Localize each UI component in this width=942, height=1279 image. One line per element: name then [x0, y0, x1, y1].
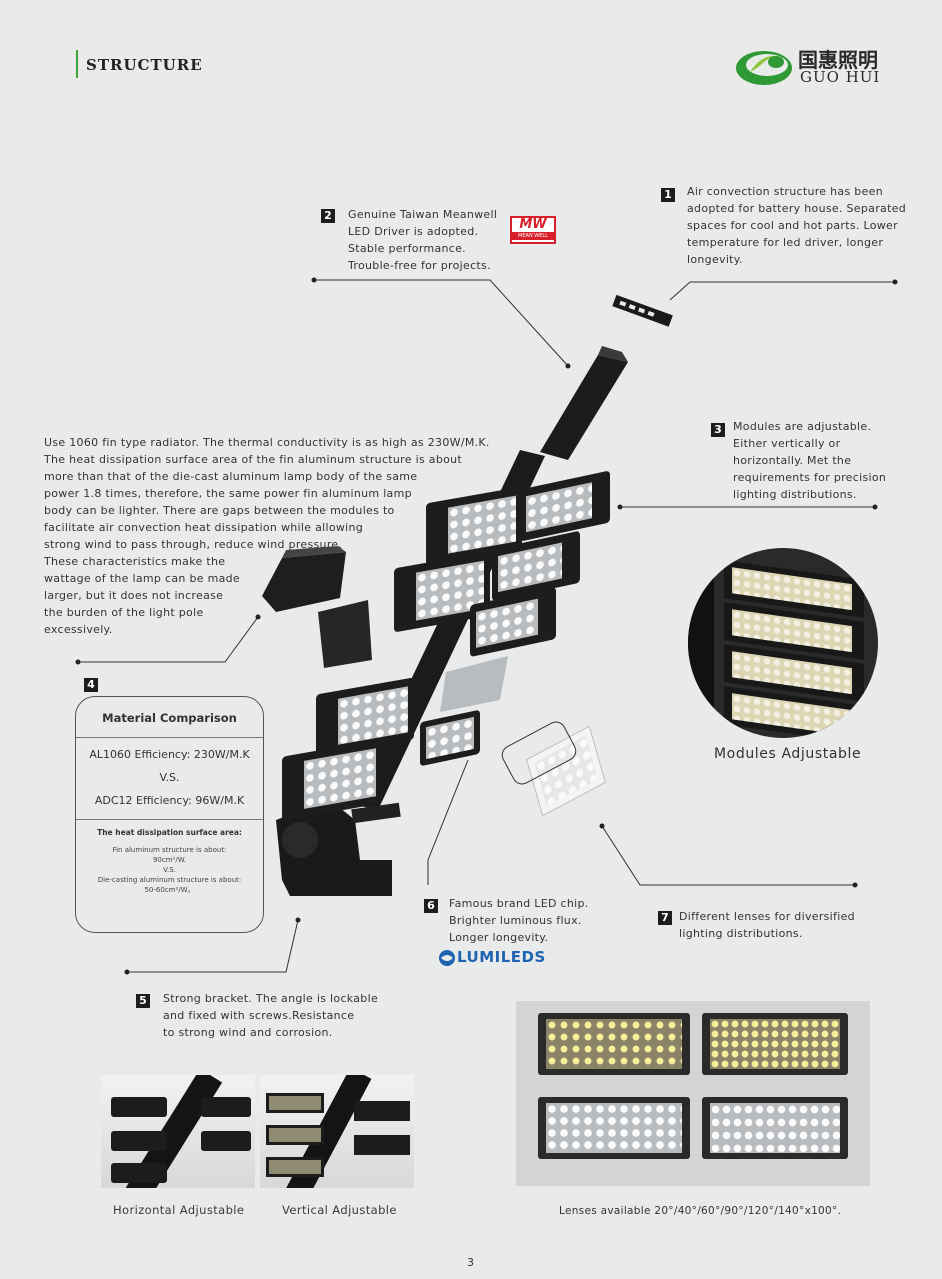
comparison-divider-top	[76, 737, 263, 738]
lens-sample-3	[538, 1097, 690, 1159]
callout-text-5: Strong bracket. The angle is lockable an…	[163, 992, 379, 1039]
callout-number-2: 2	[321, 209, 335, 223]
adc12-efficiency: ADC12 Efficiency: 96W/M.K	[94, 794, 245, 807]
surface-area-text: Fin aluminum structure is about: 90cm²/W…	[97, 846, 242, 894]
lens-sample-2	[702, 1013, 848, 1075]
modules-adjustable-caption: Modules Adjustable	[714, 746, 862, 762]
lumileds-wordmark: LUMILEDS	[457, 948, 546, 966]
page-number: 3	[467, 1256, 474, 1269]
callout-text-7: Different lenses for diversified lightin…	[679, 910, 855, 940]
modules-adjustable-detail	[688, 548, 878, 738]
meanwell-logo: MW MEAN WELL	[510, 216, 556, 244]
callout-number-4: 4	[84, 678, 98, 692]
vertical-adjustable-caption: Vertical Adjustable	[282, 1203, 397, 1217]
vertical-adjustable-photo	[260, 1075, 414, 1188]
page-title: STRUCTURE	[86, 56, 203, 74]
radiator-description: Use 1060 fin type radiator. The thermal …	[44, 436, 490, 636]
comparison-title: Material Comparison	[102, 711, 237, 725]
callout-text-3: Modules are adjustable. Either verticall…	[733, 420, 887, 501]
callout-text-2: Genuine Taiwan Meanwell LED Driver is ad…	[348, 208, 498, 272]
meanwell-logo-mark: MW	[519, 217, 547, 232]
horizontal-adjustable-caption: Horizontal Adjustable	[113, 1203, 245, 1217]
header-accent-bar	[76, 50, 78, 78]
logo-chinese-name: 国惠照明	[798, 48, 878, 72]
lens-sample-1	[538, 1013, 690, 1075]
callout-number-3: 3	[711, 423, 725, 437]
lenses-panel	[516, 1001, 870, 1186]
material-comparison-box: Material Comparison AL1060 Efficiency: 2…	[75, 696, 264, 933]
callout-text-6: Famous brand LED chip. Brighter luminous…	[449, 897, 589, 944]
callout-number-6: 6	[424, 899, 438, 913]
callout-number-1: 1	[661, 188, 675, 202]
callout-number-7: 7	[658, 911, 672, 925]
callout-number-5: 5	[136, 994, 150, 1008]
lens-sample-4	[702, 1097, 848, 1159]
comparison-vs: V.S.	[159, 771, 180, 784]
al1060-efficiency: AL1060 Efficiency: 230W/M.K	[89, 748, 250, 761]
comparison-divider-bottom	[76, 819, 263, 820]
lenses-caption: Lenses available 20°/40°/60°/90°/120°/14…	[559, 1205, 842, 1217]
convection-grille-part	[612, 294, 673, 327]
logo-english-name: GUO HUI	[800, 68, 881, 86]
company-logo: 国惠照明 GUO HUI	[734, 42, 894, 90]
meanwell-logo-text: MEAN WELL	[512, 232, 554, 240]
logo-emblem-icon	[736, 51, 792, 85]
lumileds-globe-icon	[439, 950, 455, 966]
callout-text-1: Air convection structure has been adopte…	[687, 185, 907, 266]
surface-area-title: The heat dissipation surface area:	[97, 828, 242, 837]
horizontal-adjustable-photo	[101, 1075, 255, 1188]
